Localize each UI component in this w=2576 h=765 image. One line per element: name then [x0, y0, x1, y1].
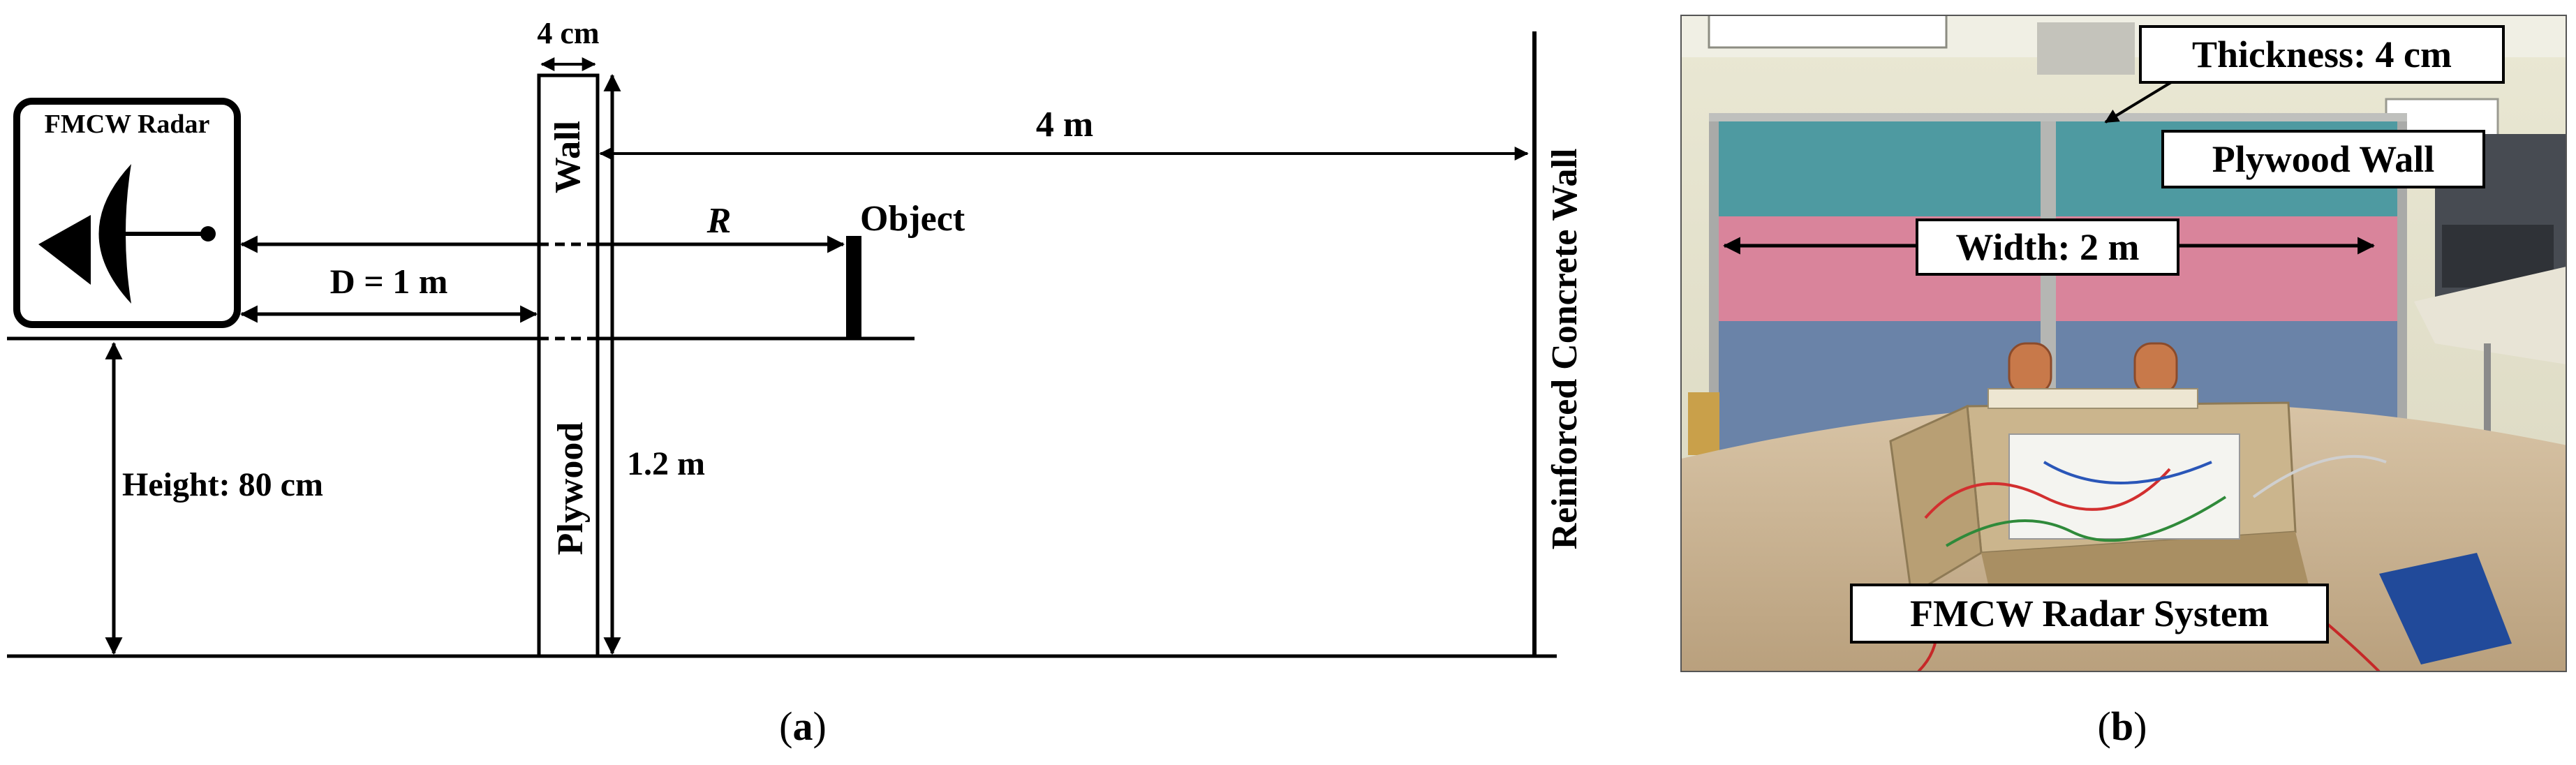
thickness-label-box [2139, 25, 2505, 84]
panel-a-schematic: FMCW Radar Wall Plywood 4 cm 1.2 m Heigh… [7, 16, 1585, 749]
radar-height-label: Height: 80 cm [122, 466, 323, 503]
back-wall-label: Reinforced Concrete Wall [1545, 149, 1585, 550]
thickness-pointer-arrow [2104, 81, 2172, 124]
radar-antenna-icon [38, 164, 216, 304]
system-label: FMCW Radar System [1910, 593, 2269, 634]
width-label-box [1916, 218, 2179, 276]
radar-prototype [1889, 342, 2512, 664]
wall-top-label: Wall [548, 121, 588, 193]
object-label: Object [860, 199, 965, 239]
radar-title: FMCW Radar [45, 110, 210, 139]
wall-height-label: 1.2 m [627, 445, 705, 482]
wall-bottom-label: Plywood [551, 422, 591, 556]
wall-label-box [2161, 130, 2485, 188]
thickness-label: Thickness: 4 cm [2192, 34, 2452, 75]
object-marker [846, 236, 861, 339]
radar-to-wall-label: D = 1 m [330, 262, 448, 301]
range-label: R [706, 201, 732, 241]
wall-label: Plywood Wall [2212, 138, 2435, 180]
radar-unit: FMCW Radar [13, 98, 241, 328]
setup-photo [1681, 15, 2566, 671]
width-label: Width: 2 m [1955, 226, 2139, 268]
wall-width-label: 4 cm [537, 16, 599, 50]
distance-to-back-wall-label: 4 m [1036, 105, 1093, 144]
caption-b: (b) [2098, 704, 2147, 749]
plywood-wall [537, 73, 600, 658]
system-label-box [1850, 584, 2329, 644]
panel-b-photo: Thickness: 4 cm Plywood Wall Width: 2 m … [1680, 15, 2567, 749]
caption-a: (a) [779, 704, 827, 749]
